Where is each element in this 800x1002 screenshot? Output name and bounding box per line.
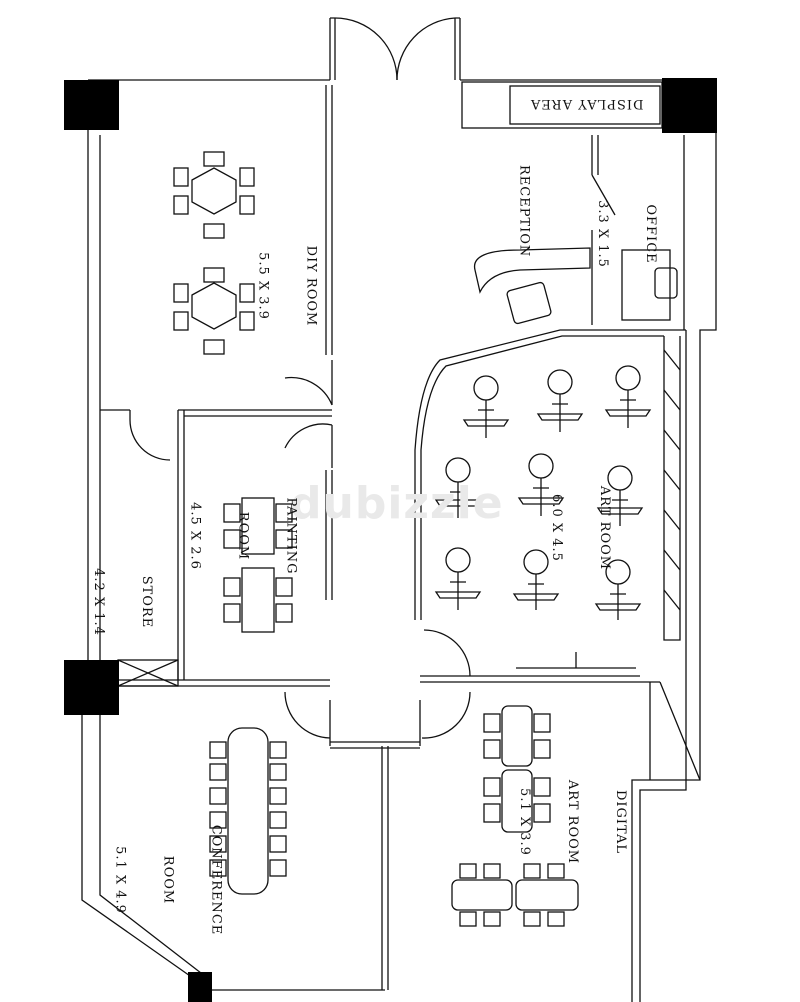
conference-room-word: ROOM <box>160 855 176 905</box>
art-room-name: ART ROOM <box>597 485 613 571</box>
art-room-size: 6.0 X 4.5 <box>549 494 565 562</box>
reception-desk <box>473 247 591 294</box>
diy-room-name: DIY ROOM <box>303 245 319 327</box>
digital-art-room-size: 5.1 X 3.9 <box>517 788 533 856</box>
painting-room <box>177 409 332 680</box>
diy-room-label: DIY ROOM 5.5 X 3.9 <box>238 246 350 327</box>
office-wall <box>591 135 616 325</box>
office-name: OFFICE <box>642 204 658 264</box>
diy-table-2 <box>173 267 255 355</box>
display-area-label: DISPLAY AREA <box>530 95 654 127</box>
painting-table-2 <box>223 567 293 633</box>
right-wall <box>631 80 717 1002</box>
store-name: STORE <box>138 575 154 629</box>
digital-art-room-word: ART ROOM <box>565 779 581 865</box>
painting-room-name: PAINTING <box>283 497 299 575</box>
digital-art-room-name: DIGITAL <box>613 789 629 855</box>
conference-partition <box>381 746 389 990</box>
store-size: 4.2 X 1.4 <box>90 568 106 636</box>
display-area-text: DISPLAY AREA <box>530 96 644 111</box>
store-door <box>100 409 171 461</box>
art-room-wall <box>414 329 686 451</box>
digital-table-1 <box>483 705 551 767</box>
office-desk <box>621 249 671 321</box>
digital-table-4 <box>515 863 579 927</box>
entrance-door <box>329 17 336 80</box>
left-wall <box>81 80 385 991</box>
office-label: OFFICE 3.3 X 1.5 <box>578 200 690 268</box>
reception-text: RECEPTION <box>516 164 532 258</box>
diy-table-1 <box>173 151 255 239</box>
conference-room-label: CONFERENCE ROOM 5.1 X 4.9 <box>95 825 255 936</box>
columns <box>64 78 717 1002</box>
conference-room-name: CONFERENCE <box>208 824 224 936</box>
diy-partition <box>325 85 333 355</box>
painting-room-word: ROOM <box>235 511 251 561</box>
digital-table-2 <box>483 769 551 833</box>
painting-table-1 <box>223 497 293 555</box>
digital-table-3 <box>451 863 513 927</box>
art-room-label: ART ROOM 6.0 X 4.5 <box>532 486 644 570</box>
conference-table <box>209 727 287 895</box>
painting-room-size: 4.5 X 2.6 <box>187 502 203 570</box>
store-label: STORE 4.2 X 1.4 <box>74 568 186 636</box>
reception-label: RECEPTION <box>515 155 547 258</box>
digital-art-room-label: DIGITAL ART ROOM 5.1 X 3.9 <box>500 780 660 864</box>
conference-room-size: 5.1 X 4.9 <box>112 846 128 914</box>
watermark: dubizzle <box>290 478 504 529</box>
diy-room-size: 5.5 X 3.9 <box>255 252 271 320</box>
art-easels <box>434 365 652 669</box>
office-size: 3.3 X 1.5 <box>594 200 610 268</box>
painting-room-label: PAINTING ROOM 4.5 X 2.6 <box>171 497 331 574</box>
